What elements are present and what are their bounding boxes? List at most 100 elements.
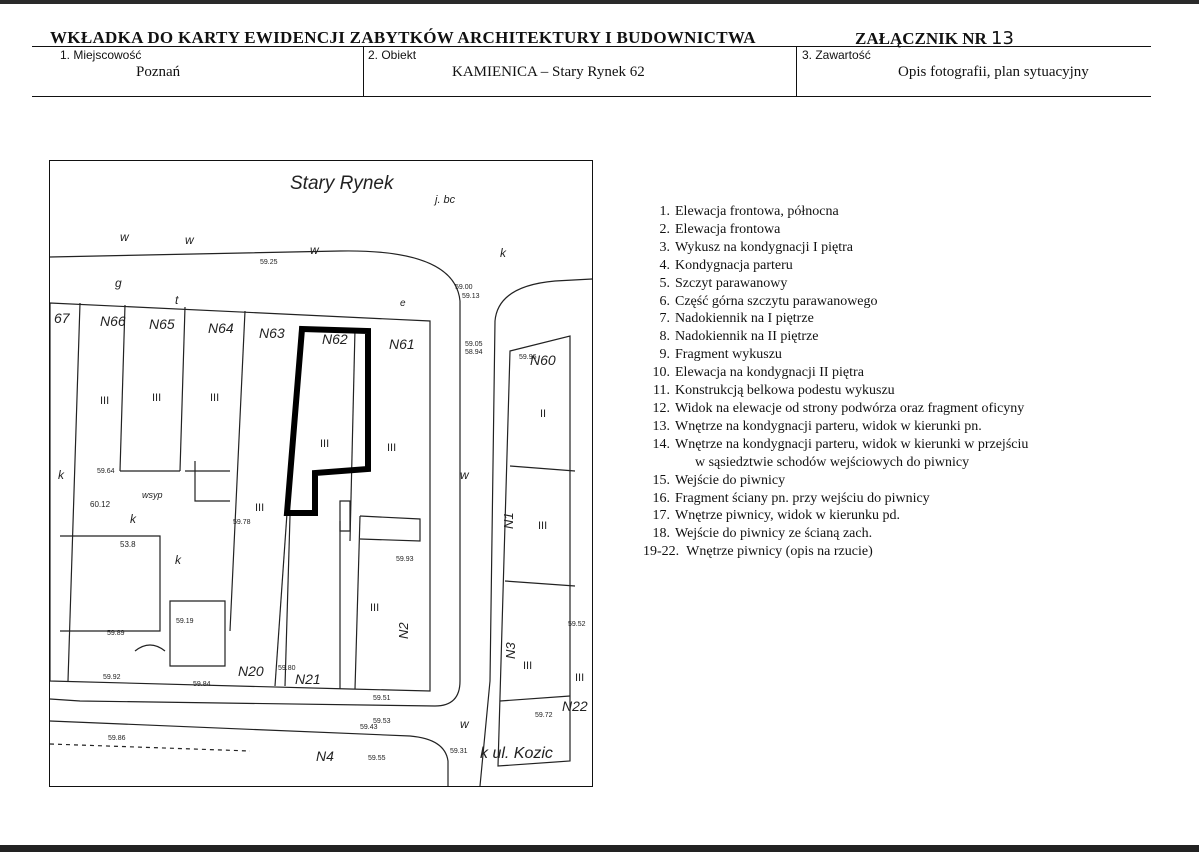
map-lot-label: N64 xyxy=(208,320,234,336)
map-storey-label: III xyxy=(320,438,329,450)
locality-label: 1. Miejscowość xyxy=(60,48,142,62)
contents-value: Opis fotografii, plan sytuacyjny xyxy=(898,64,1089,80)
map-street-bottom: k ul. Kozic xyxy=(480,745,553,762)
list-item: 3.Wykusz na kondygnacji I piętra xyxy=(659,239,854,255)
list-item: 13.Wnętrze na kondygnacji parteru, widok… xyxy=(652,418,982,434)
field-divider-1 xyxy=(363,46,364,97)
map-height-label: 59.13 xyxy=(462,293,480,300)
south-curb xyxy=(50,720,449,786)
contents-label: 3. Zawartość xyxy=(802,48,871,62)
map-symbol: wsyp xyxy=(142,490,163,500)
list-item: 4.Kondygnacja parteru xyxy=(659,257,793,273)
scan-edge-bottom xyxy=(0,845,1199,852)
annex-label: ZAŁĄCZNIK NR 13 xyxy=(855,28,1014,49)
locality-value: Poznań xyxy=(136,64,181,80)
map-height-label: 59.64 xyxy=(97,468,115,475)
map-lot-label: N65 xyxy=(149,316,175,332)
map-lot-label: N60 xyxy=(530,352,556,368)
annex-label-text: ZAŁĄCZNIK NR xyxy=(855,29,987,48)
map-lot-label: N62 xyxy=(322,331,348,347)
map-symbol: k xyxy=(175,553,182,567)
list-item: 10.Elewacja na kondygnacji II piętra xyxy=(652,365,864,381)
field-divider-2 xyxy=(796,46,797,97)
object-label: 2. Obiekt xyxy=(368,48,417,62)
map-height-label: 58.94 xyxy=(465,349,483,356)
map-symbol: w xyxy=(460,717,470,731)
map-storey-label: III xyxy=(523,660,532,672)
map-symbol: k xyxy=(130,512,137,526)
map-height-label: 59.86 xyxy=(108,735,126,742)
site-plan-drawing: Stary Rynek j. bc k ul. Kozic 67 N66 N65… xyxy=(50,173,592,786)
form-title: WKŁADKA DO KARTY EWIDENCJI ZABYTKÓW ARCH… xyxy=(50,28,756,47)
list-item: 14.Wnętrze na kondygnacji parteru, widok… xyxy=(652,436,1029,470)
header-bottom-rule xyxy=(32,96,1151,97)
map-storey-label: II xyxy=(540,408,546,420)
map-height-label: 59.80 xyxy=(278,665,296,672)
site-plan-map: Stary Rynek j. bc k ul. Kozic 67 N66 N65… xyxy=(49,160,593,787)
map-height-label: 59.19 xyxy=(176,618,194,625)
map-lot-label: N4 xyxy=(316,748,334,764)
map-height-label: 53.8 xyxy=(120,540,136,549)
list-item: 15.Wejście do piwnicy xyxy=(652,472,786,488)
map-street-top: Stary Rynek xyxy=(290,173,395,194)
map-storey-label: III xyxy=(210,392,219,404)
header-top-rule xyxy=(32,46,1151,47)
map-lot-label: N66 xyxy=(100,313,126,329)
object-outline-n62 xyxy=(283,325,371,516)
list-item: 16.Fragment ściany pn. przy wejściu do p… xyxy=(652,490,930,506)
map-height-label: 59.31 xyxy=(450,748,468,755)
map-height-label: 59.84 xyxy=(193,681,211,688)
map-lot-label: N21 xyxy=(295,671,321,687)
map-symbol: w xyxy=(185,233,195,247)
map-symbol: k xyxy=(500,246,507,260)
map-lot-label: N1 xyxy=(501,512,516,529)
map-height-label: 59.51 xyxy=(373,695,391,702)
map-lot-label: N22 xyxy=(562,698,588,714)
map-storey-label: III xyxy=(575,672,584,684)
list-item: 17.Wnętrze piwnicy, widok w kierunku pd. xyxy=(652,508,900,524)
map-height-label: 59.55 xyxy=(368,755,386,762)
list-item: 8.Nadokiennik na II piętrze xyxy=(659,329,819,345)
map-height-label: 59.78 xyxy=(233,519,251,526)
map-lot-label: N61 xyxy=(389,336,415,352)
map-height-label: 59.43 xyxy=(360,724,378,731)
map-lot-label: N3 xyxy=(503,642,518,659)
map-height-label: 60.12 xyxy=(90,500,111,509)
list-item: 12.Widok na elewacje od strony podwórza … xyxy=(652,400,1025,416)
map-height-label: 59.96 xyxy=(519,354,537,361)
list-item: 19-22.Wnętrze piwnicy (opis na rzucie) xyxy=(643,544,873,560)
map-storey-label: III xyxy=(538,520,547,532)
map-symbol: w xyxy=(310,243,320,257)
map-height-label: 59.92 xyxy=(103,674,121,681)
list-item: 6.Część górna szczytu parawanowego xyxy=(659,293,878,309)
list-item: 1.Elewacja frontowa, północna xyxy=(659,204,839,219)
east-curb xyxy=(479,278,592,786)
map-storey-label: III xyxy=(387,442,396,454)
map-lot-label: N63 xyxy=(259,325,285,341)
map-height-label: 59.72 xyxy=(535,712,553,719)
list-item: 2.Elewacja frontowa xyxy=(659,221,781,237)
photo-description-list: 1.Elewacja frontowa, północna 2.Elewacja… xyxy=(643,203,1028,561)
map-height-label: 59.25 xyxy=(260,259,278,266)
map-storey-label: III xyxy=(152,392,161,404)
map-height-label: 59.00 xyxy=(455,284,473,291)
list-item: 18.Wejście do piwnicy ze ścianą zach. xyxy=(652,526,873,542)
annex-number: 13 xyxy=(991,28,1014,49)
map-height-label: 59.05 xyxy=(465,341,483,348)
map-height-label: 59.53 xyxy=(373,718,391,725)
map-height-label: 59.93 xyxy=(396,556,414,563)
list-item: 9.Fragment wykuszu xyxy=(659,347,782,363)
map-symbol: w xyxy=(120,230,130,244)
map-lot-label: 67 xyxy=(54,310,71,326)
list-item: 5.Szczyt parawanowy xyxy=(659,275,788,291)
map-symbol: w xyxy=(460,468,470,482)
map-height-label: 59.52 xyxy=(568,621,586,628)
map-symbol: t xyxy=(175,293,179,307)
map-lot-label: N2 xyxy=(396,622,411,639)
list-item: 11.Konstrukcją belkowa podestu wykuszu xyxy=(653,383,895,399)
map-symbol: k xyxy=(58,468,65,482)
map-lot-label: N20 xyxy=(238,663,264,679)
scan-edge-top xyxy=(0,0,1199,4)
block-outline xyxy=(50,250,461,707)
map-storey-label: III xyxy=(100,395,109,407)
